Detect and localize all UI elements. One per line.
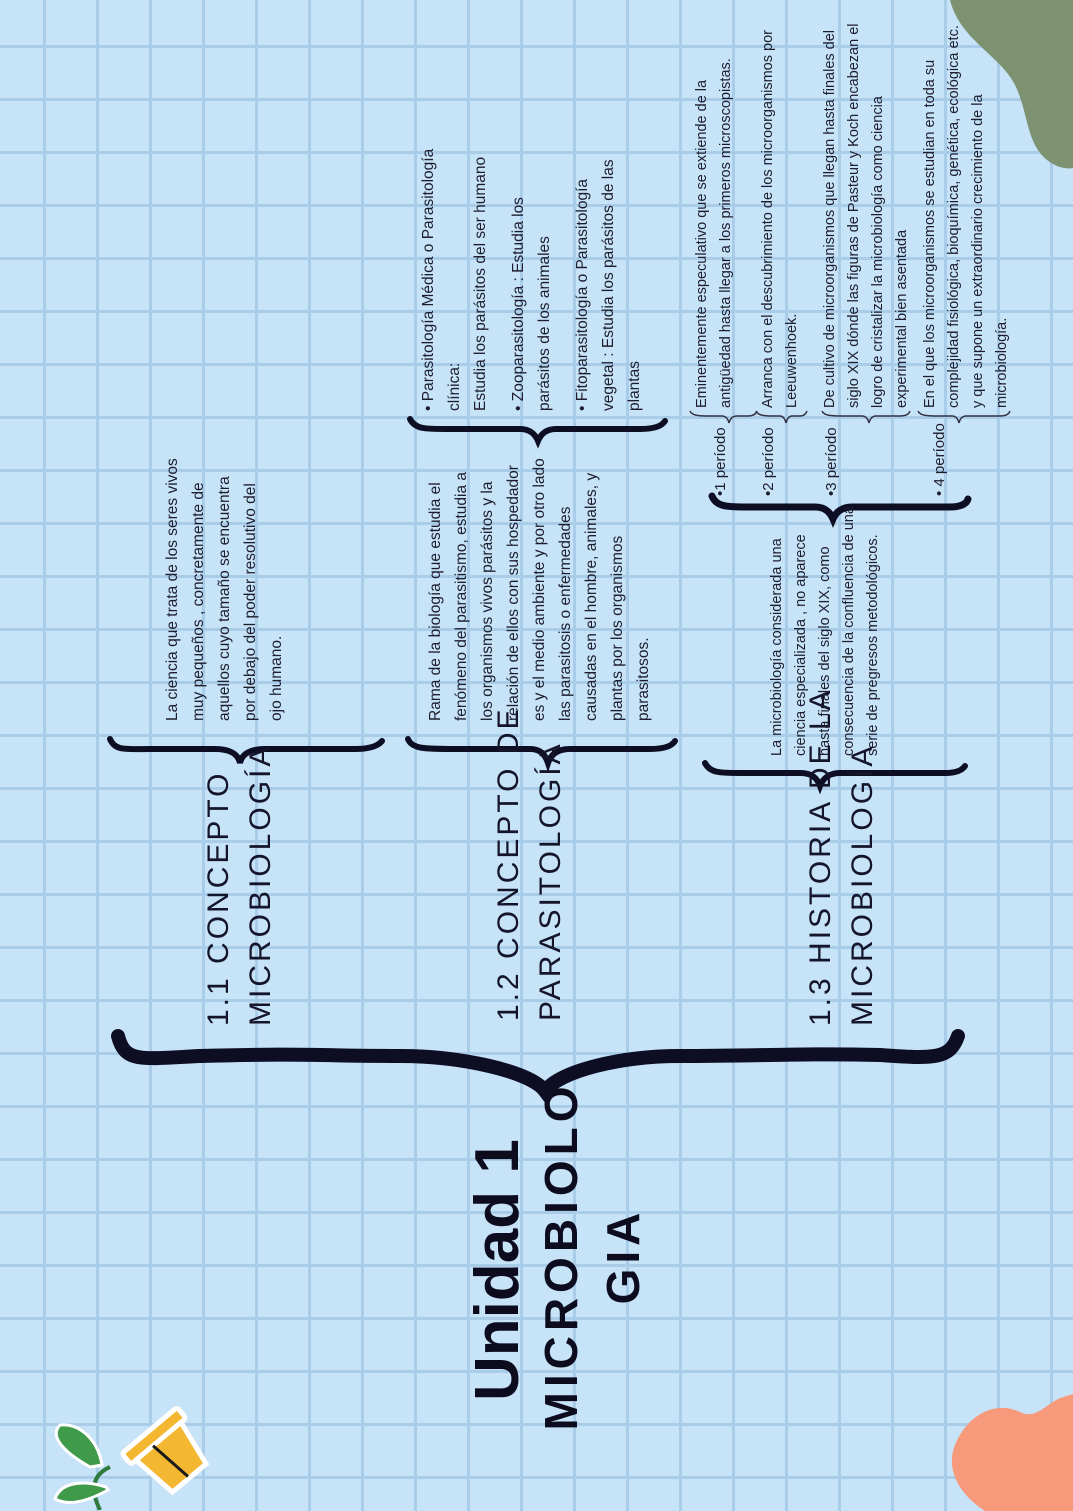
period-1-label: •1 período bbox=[712, 427, 729, 496]
period-2-line: Leeuwenhoek. bbox=[784, 313, 800, 408]
period-2-text: Arranca con el descubrimiento de los mic… bbox=[756, 8, 804, 408]
brace-topic-3 bbox=[702, 760, 968, 795]
period-1-line: Eminentemente especulativo que se extien… bbox=[694, 79, 710, 408]
branch-line: clínica: bbox=[446, 362, 463, 411]
main-brace bbox=[111, 1029, 965, 1103]
branch-line: • Fitoparasitología o Parasitología bbox=[574, 178, 591, 411]
period-4-line: complejidad fisiológica, bioquímica, gen… bbox=[946, 25, 962, 408]
topic-1-heading-line1: 1.1 CONCEPTO bbox=[202, 770, 235, 1026]
period-4-text: En el que los microorganismos se estudia… bbox=[918, 3, 1014, 408]
brace-topic-2-branches bbox=[407, 416, 668, 449]
topic-2-line: fenómeno del parasitismo, estudia a bbox=[453, 471, 470, 721]
topic-2-line: relación de ellos con sus hospedador bbox=[505, 465, 522, 721]
brace-period-1 bbox=[689, 410, 758, 424]
topic-1-heading-line2: MICROBIOLOGÍA bbox=[244, 743, 277, 1026]
topic-1-line: La ciencia que trata de los seres vivos bbox=[164, 458, 181, 721]
period-4-line: En el que los microorganismos se estudia… bbox=[922, 59, 938, 408]
brace-period-2 bbox=[755, 410, 808, 424]
period-4-line: microbiología. bbox=[994, 317, 1010, 408]
topic-3-line: serie de pregresos metodológicos. bbox=[865, 534, 881, 756]
period-3-line: siglo XIX dónde las figuras de Pasteur y… bbox=[846, 23, 862, 409]
topic-3-line: consecuencia de la confluencia de una bbox=[841, 506, 857, 756]
branch-line: plantas bbox=[626, 361, 643, 411]
topic-2-line: es y el medio ambiente y por otro lado bbox=[531, 458, 548, 721]
topic-1-text: La ciencia que trata de los seres vivos … bbox=[160, 361, 290, 721]
branch-line: parásitos de los animales bbox=[536, 236, 553, 411]
topic-2-line: plantas por los organismos bbox=[609, 535, 626, 721]
topic-2-line: las parasitosis o enfermedades bbox=[557, 506, 574, 721]
brace-topic-2 bbox=[405, 736, 678, 773]
brace-period-3 bbox=[821, 410, 911, 424]
brace-topic-1 bbox=[107, 736, 385, 764]
topic-1-line: muy pequeños , concretamente de bbox=[190, 482, 207, 721]
branch-line: • Zooparasitología : Estudia los bbox=[510, 197, 527, 411]
topic-1-line: aquellos cuyo tamaño se encuentra bbox=[216, 476, 233, 721]
topic-2-line: los organismos vivos parásitos y la bbox=[479, 481, 496, 722]
topic-2-branches: • Parasitología Médica o Parasitología c… bbox=[416, 41, 648, 411]
topic-2-heading-line1: 1.2 CONCEPTO DE bbox=[492, 706, 525, 1021]
branch-line: Estudia los parásitos del ser humano bbox=[472, 156, 489, 411]
period-3-line: De cultivo de microorganismos que llegan… bbox=[822, 29, 838, 408]
topic-3-heading-line2: MICROBIOLOGÍA bbox=[846, 743, 879, 1026]
topic-2-line: parasitosos. bbox=[635, 637, 652, 721]
brace-periods bbox=[708, 492, 972, 528]
branch-line: • Parasitología Médica o Parasitología bbox=[420, 148, 437, 411]
topic-2-line: causadas en el hombre, animales, y bbox=[583, 472, 600, 721]
period-1-text: Eminentemente especulativo que se extien… bbox=[690, 8, 738, 408]
green-blob-decoration bbox=[950, 0, 1073, 169]
branch-line: vegetal : Estudia los parásitos de las bbox=[600, 159, 617, 411]
salmon-blob-decoration bbox=[951, 1394, 1073, 1511]
topic-1-line: por debajo del poder resolutivo del bbox=[242, 483, 259, 721]
topic-3-line: ciencia especializada , no aparece bbox=[793, 534, 809, 756]
topic-2-line: Rama de la biología que estudia el bbox=[427, 482, 444, 721]
topic-1-line: ojo humano. bbox=[268, 635, 285, 721]
brace-period-4 bbox=[917, 410, 1011, 424]
topic-2-heading-line2: PARASITOLOGÍA bbox=[534, 741, 567, 1021]
period-3-line: experimental bien asentada bbox=[894, 229, 910, 408]
period-3-text: De cultivo de microorganismos que llegan… bbox=[818, 8, 914, 409]
period-3-label: •3 período bbox=[823, 427, 840, 496]
period-2-label: •2 período bbox=[760, 427, 777, 496]
period-3-line: logro de cristalizar la microbiología co… bbox=[870, 96, 886, 408]
period-2-line: Arranca con el descubrimiento de los mic… bbox=[760, 30, 776, 408]
period-4-label: • 4 período bbox=[931, 423, 948, 496]
plant-pot-icon bbox=[53, 1406, 210, 1510]
period-4-line: y que supone un extraordinario crecimien… bbox=[970, 94, 986, 408]
topic-2-text: Rama de la biología que estudia el fenóm… bbox=[423, 411, 657, 721]
period-1-line: antigüedad hasta llegar a los primeros m… bbox=[718, 58, 734, 408]
